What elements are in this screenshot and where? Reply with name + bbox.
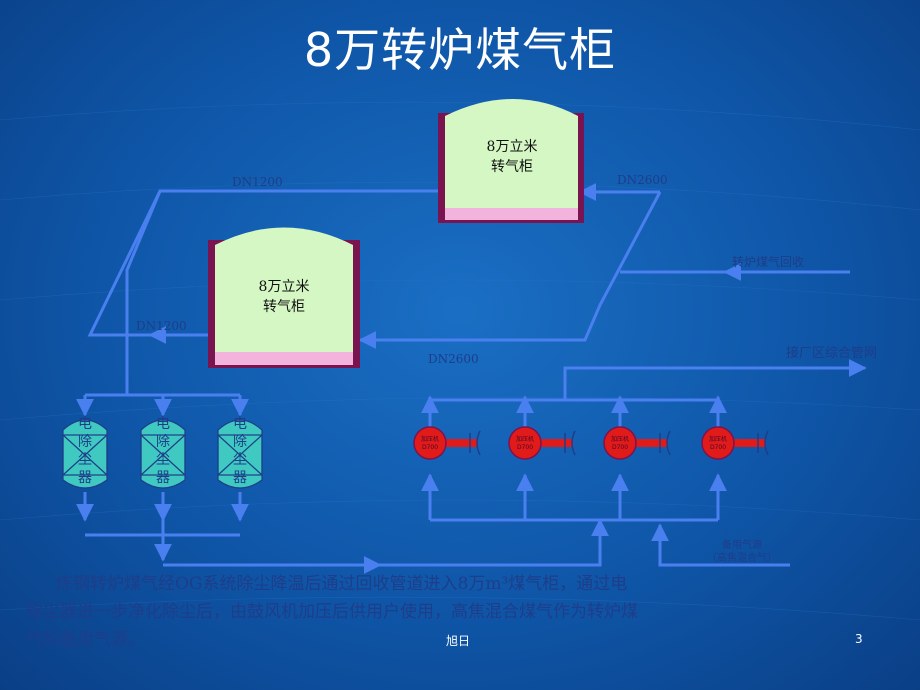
electrostatic-precipitator: 电除尘器 (217, 416, 263, 489)
page-number: 3 (855, 632, 863, 646)
pipe-backup (651, 523, 790, 567)
gas-holder-lower (208, 227, 360, 368)
fan-label: D700 (422, 444, 438, 451)
fan-label: 加压机 (709, 435, 727, 443)
precipitator-label-char: 电 (156, 416, 170, 432)
electrostatic-precipitator: 电除尘器 (62, 416, 108, 489)
pipe-upper-dn2600 (358, 191, 662, 349)
pipe-to-network (563, 359, 867, 400)
gas-holder-upper (438, 99, 584, 223)
precipitator-label-char: 器 (233, 470, 247, 486)
footer-text: 旭日 (446, 634, 471, 648)
electrostatic-precipitator: 电除尘器 (140, 416, 186, 489)
tank-upper-label-2: 转气柜 (491, 159, 533, 175)
tank-upper-label-1: 8万立米 (487, 139, 538, 155)
precipitator-label-char: 器 (78, 470, 92, 486)
label-to-network: 接厂区综合管网 (786, 345, 877, 361)
fan-label: D700 (517, 444, 533, 451)
precipitator-label-char: 除 (156, 434, 170, 450)
pipe-label-lower-left: DN1200 (136, 319, 187, 333)
tank-lower-label-1: 8万立米 (259, 279, 310, 295)
precipitator-label-char: 尘 (233, 452, 247, 468)
label-backup-detail: （高焦混合气） (707, 551, 777, 564)
precipitator-label-char: 电 (233, 416, 247, 432)
fan-label: 加压机 (516, 435, 534, 443)
fan-label: 加压机 (421, 435, 439, 443)
precipitator-label-char: 除 (78, 434, 92, 450)
pipe-label-lower-right: DN2600 (428, 352, 479, 366)
fan-label: D700 (710, 444, 726, 451)
tank-lower-label-2: 转气柜 (263, 299, 305, 315)
pipe-label-upper-right: DN2600 (617, 173, 668, 187)
label-backup-source: 备用气源 (722, 538, 762, 551)
precipitator-label-char: 尘 (156, 452, 170, 468)
fan-label: D700 (612, 444, 628, 451)
pipe-network (76, 183, 867, 574)
precipitator-label-char: 电 (78, 416, 92, 432)
precipitator-label-char: 除 (233, 434, 247, 450)
page-title: 8万转炉煤气柜 (303, 23, 617, 77)
precipitator-label-char: 器 (156, 470, 170, 486)
description-text: 炼钢转炉煤气经OG系统除尘降温后通过回收管道进入8万m³煤气柜，通过电除尘器进一… (26, 574, 638, 650)
pipe-label-upper-left: DN1200 (232, 175, 283, 189)
fan-label: 加压机 (611, 435, 629, 443)
precipitator-label-char: 尘 (78, 452, 92, 468)
pipe-collector (125, 190, 162, 395)
label-converter-recovery: 转炉煤气回收 (732, 254, 804, 269)
